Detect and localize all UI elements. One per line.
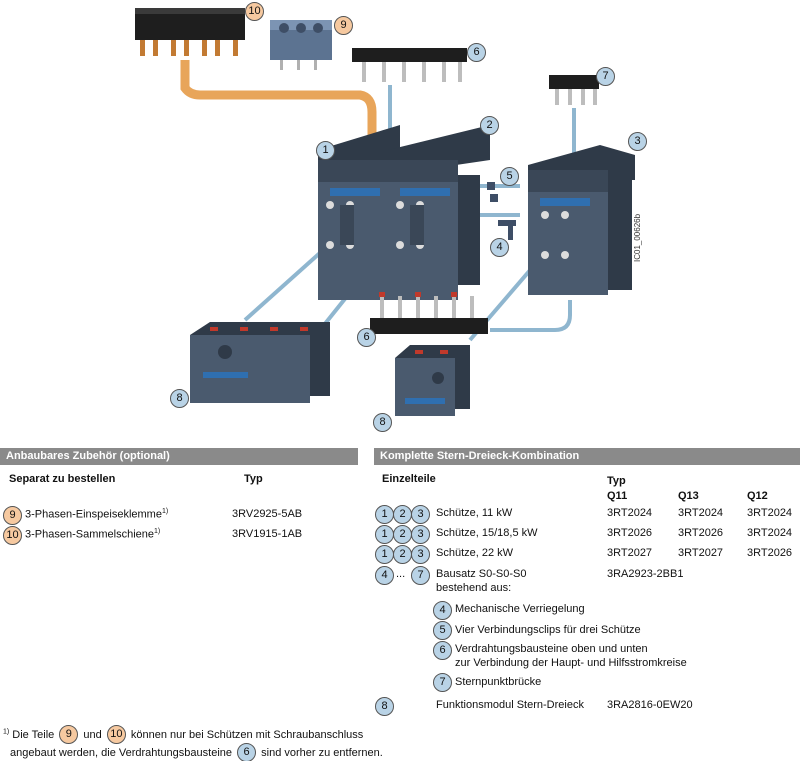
contactor-3 xyxy=(528,145,635,295)
funktionsmodul-num-8: 8 xyxy=(375,697,394,716)
col-typ-title-right: Typ xyxy=(607,475,626,487)
col-einzelteile-title: Einzelteile xyxy=(382,473,436,485)
funktionsmodul-typ: 3RA2816-0EW20 xyxy=(607,699,693,711)
busbar-wire-10 xyxy=(180,60,377,160)
callout-4: 4 xyxy=(490,238,509,257)
contactor-2 xyxy=(388,125,490,300)
row3-q13: 3RT2027 xyxy=(678,547,724,559)
row1-num-2: 2 xyxy=(393,505,412,524)
row3-num-1: 1 xyxy=(375,545,394,564)
star-bridge-7 xyxy=(549,75,599,105)
row1-num-3: 3 xyxy=(411,505,430,524)
sub-num-7: 7 xyxy=(433,673,452,692)
row1-label: Schütze, 11 kW xyxy=(436,507,513,519)
sub-num-6: 6 xyxy=(433,641,452,660)
row3-q11: 3RT2027 xyxy=(607,547,653,559)
function-module-right-8 xyxy=(395,345,470,416)
connecting-clips-5 xyxy=(487,182,498,202)
bausatz-num-4: 4 xyxy=(375,566,394,585)
wiring-module-top-6 xyxy=(352,48,467,82)
row-typ-sammelschiene: 3RV1915-1AB xyxy=(232,528,303,540)
callout-7: 7 xyxy=(596,67,615,86)
callout-3: 3 xyxy=(628,132,647,151)
footnote-num-9: 9 xyxy=(59,725,79,744)
assembly-illustration: IC01_00626b xyxy=(135,8,642,416)
row1-q11: 3RT2024 xyxy=(607,507,653,519)
callout-9: 9 xyxy=(334,16,353,35)
footnote-num-10: 10 xyxy=(106,725,126,744)
callout-1: 1 xyxy=(316,141,335,160)
row-typ-einspeiseklemme: 3RV2925-5AB xyxy=(232,508,303,520)
row3-num-3: 3 xyxy=(411,545,430,564)
contactor-1 xyxy=(318,125,400,300)
footnote-line1: 1) Die Teile 9 und 10 können nur bei Sch… xyxy=(3,725,363,745)
footnote-num-6: 6 xyxy=(237,743,257,761)
callout-10: 10 xyxy=(245,2,264,21)
row-label-sammelschiene: 3-Phasen-Sammelschiene1) xyxy=(25,528,161,541)
row2-label: Schütze, 15/18,5 kW xyxy=(436,527,538,539)
col-q11: Q11 xyxy=(607,490,628,502)
col-typ-title-left: Typ xyxy=(244,473,263,485)
sub-label-verbindungsclips: Vier Verbindungsclips für drei Schütze xyxy=(455,624,641,636)
sub-num-4: 4 xyxy=(433,601,452,620)
row-num-9: 9 xyxy=(3,506,22,525)
funktionsmodul-label: Funktionsmodul Stern-Dreieck xyxy=(436,699,584,711)
sub-label-verriegelung: Mechanische Verriegelung xyxy=(455,603,585,615)
callout-8-left: 8 xyxy=(170,389,189,408)
callout-6-bottom: 6 xyxy=(357,328,376,347)
row2-num-2: 2 xyxy=(393,525,412,544)
row2-q13: 3RT2026 xyxy=(678,527,724,539)
right-table-header: Komplette Stern-Dreieck-Kombination xyxy=(374,448,800,465)
col-separat-title: Separat zu bestellen xyxy=(9,473,116,485)
col-q13: Q13 xyxy=(678,490,699,502)
function-module-left-8 xyxy=(190,322,330,403)
sub-label-verdrahtung-1: Verdrahtungsbausteine oben und unten xyxy=(455,643,648,655)
bausatz-dots: ... xyxy=(396,568,406,580)
row1-num-1: 1 xyxy=(375,505,394,524)
sub-label-verdrahtung-2: zur Verbindung der Haupt- und Hilfsstrom… xyxy=(455,657,687,669)
infeed-terminal-9 xyxy=(270,20,332,70)
callout-5: 5 xyxy=(500,167,519,186)
mechanical-interlock-4 xyxy=(498,220,516,240)
row2-num-1: 1 xyxy=(375,525,394,544)
bausatz-line1: Bausatz S0-S0-S0 xyxy=(436,568,527,580)
row2-q11: 3RT2026 xyxy=(607,527,653,539)
bausatz-line2: bestehend aus: xyxy=(436,582,512,594)
row2-q12: 3RT2024 xyxy=(747,527,793,539)
callout-8-right: 8 xyxy=(373,413,392,432)
row3-q12: 3RT2026 xyxy=(747,547,793,559)
sub-num-5: 5 xyxy=(433,621,452,640)
bausatz-typ: 3RA2923-2BB1 xyxy=(607,568,684,580)
row1-q12: 3RT2024 xyxy=(747,507,793,519)
row3-label: Schütze, 22 kW xyxy=(436,547,514,559)
row2-num-3: 3 xyxy=(411,525,430,544)
row3-num-2: 2 xyxy=(393,545,412,564)
callout-6-top: 6 xyxy=(467,43,486,62)
footnote-line2: angebaut werden, die Verdrahtungsbaustei… xyxy=(10,743,383,761)
sub-label-sternpunktbruecke: Sternpunktbrücke xyxy=(455,676,542,688)
left-table-header: Anbaubares Zubehör (optional) xyxy=(0,448,358,465)
row-label-einspeiseklemme: 3-Phasen-Einspeiseklemme1) xyxy=(25,508,169,521)
bausatz-num-7: 7 xyxy=(411,566,430,585)
callout-2: 2 xyxy=(480,116,499,135)
wiring-module-bottom-6 xyxy=(370,292,488,334)
col-q12: Q12 xyxy=(747,490,768,502)
row1-q13: 3RT2024 xyxy=(678,507,724,519)
busbar-10 xyxy=(135,8,245,56)
row-num-10: 10 xyxy=(3,526,22,545)
doc-code: IC01_00626b xyxy=(633,213,642,262)
